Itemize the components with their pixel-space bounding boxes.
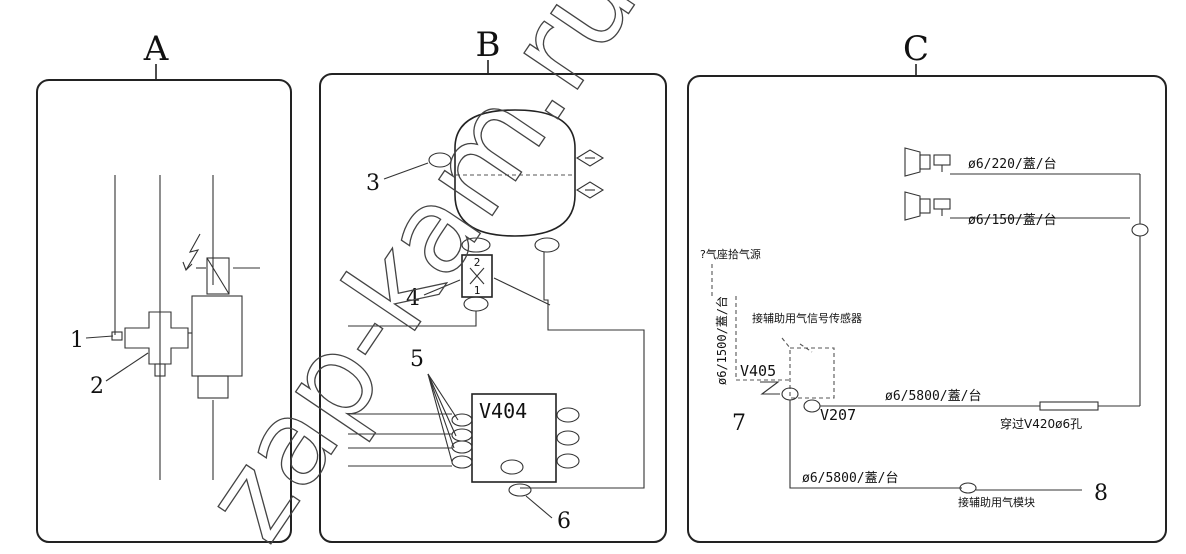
v405-symbol	[760, 381, 780, 395]
callout-2: 2	[90, 374, 104, 399]
sensor-block	[789, 347, 835, 399]
panel-c-letter: C	[903, 29, 929, 69]
callout-5: 5	[410, 347, 424, 372]
tank-port-left	[428, 152, 452, 168]
solenoid-coil	[206, 257, 230, 295]
check-valve-port-2: 2	[474, 256, 481, 269]
v404-port-r2	[556, 430, 580, 446]
v404-port-center	[500, 459, 524, 475]
pipe-label-5800-top: ø6/5800/蓋/台	[885, 389, 981, 404]
valve-block-v404	[471, 393, 557, 483]
panel-a-frame	[36, 79, 292, 543]
v405-label: V405	[740, 362, 776, 380]
solenoid-valve-base	[197, 375, 229, 399]
panel-c: C ø6/220/蓋/台 ø6/150/蓋/台 ?气座拾气源 ø6/1500/蓋…	[687, 29, 1167, 543]
callout-1: 1	[70, 328, 84, 353]
v404-port-l1	[451, 413, 473, 427]
pass-through-label: 穿过V420ø6孔	[1000, 416, 1082, 431]
callout-4: 4	[406, 286, 420, 311]
callout-8: 8	[1094, 481, 1108, 506]
cross-fitting	[124, 311, 189, 365]
pipe-lower-5800	[789, 400, 962, 489]
v404-port-l3	[451, 440, 473, 454]
panel-b-letter: B	[476, 25, 501, 65]
v207-label: V207	[820, 406, 856, 424]
horn-upper-bell	[904, 147, 921, 177]
pipe-label-220: ø6/220/蓋/台	[968, 157, 1057, 172]
callout-7: 7	[732, 411, 746, 436]
module-port	[959, 482, 977, 494]
v404-label: V404	[479, 399, 527, 423]
air-tank	[454, 109, 576, 237]
cross-fitting-stub	[154, 363, 166, 377]
pipe-b-left	[348, 311, 477, 327]
v404-port-r1	[556, 407, 580, 423]
panel-a-letter: A	[143, 29, 169, 69]
aux-module-label: 接辅助用气模块	[958, 495, 1035, 509]
pipe-label-1500: ø6/1500/蓋/台	[714, 296, 729, 385]
callout-3: 3	[366, 171, 380, 196]
air-source-label: ?气座拾气源	[700, 247, 761, 261]
panel-c-frame	[687, 75, 1167, 543]
pipe-label-5800-bottom: ø6/5800/蓋/台	[802, 471, 898, 486]
callout-6: 6	[557, 509, 571, 534]
tank-valve-lower	[575, 181, 605, 199]
panel-a: A 1 2	[36, 29, 292, 543]
panel-b: B 2 1 V404	[319, 25, 667, 543]
v404-port-bottom	[508, 483, 532, 497]
tank-valve-upper	[575, 149, 605, 167]
pipe-b-right	[520, 252, 645, 489]
electric-signal-icon	[185, 233, 201, 271]
tank-outlet-right	[534, 237, 560, 253]
check-valve-port-1: 1	[474, 284, 481, 297]
horn-lower-bell	[904, 191, 921, 221]
v404-port-r3	[556, 453, 580, 469]
pipe-label-150: ø6/150/蓋/台	[968, 213, 1057, 228]
sensor-label: 接辅助用气信号传感器	[752, 311, 862, 325]
tank-outlet-left	[461, 237, 491, 253]
